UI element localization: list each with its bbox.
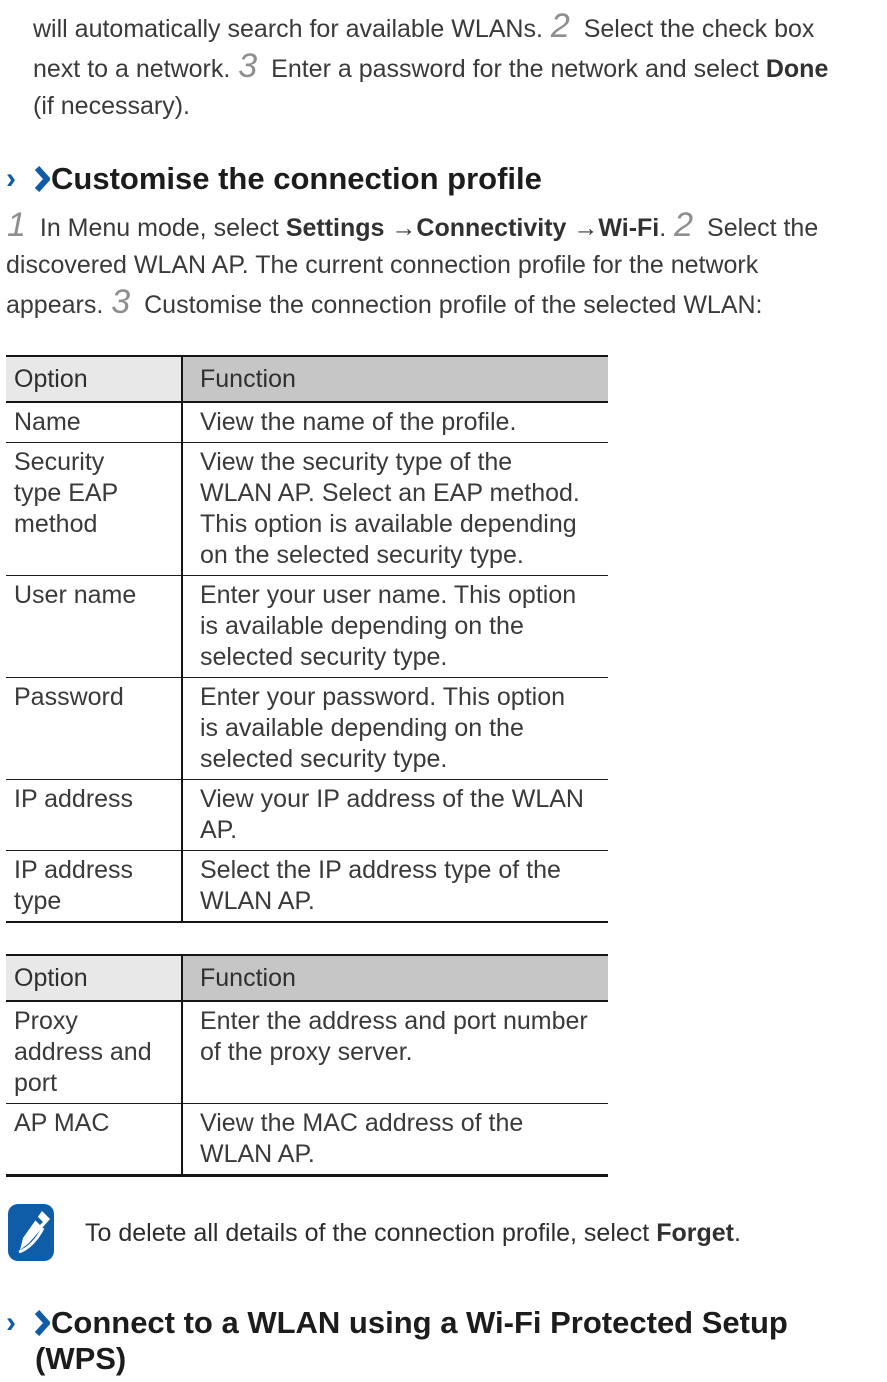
column-header-option: Option (6, 955, 183, 1002)
note-pencil-icon (8, 1204, 54, 1261)
bold-text-run: Wi-Fi (598, 214, 660, 242)
option-cell: Name (6, 402, 183, 443)
step-number: 3 (111, 283, 131, 321)
text-run: . (733, 1218, 741, 1247)
option-cell: IP address type (6, 850, 183, 922)
function-cell: Enter the address and port number of the… (182, 1001, 608, 1104)
blue-arrow-icon (34, 1308, 52, 1337)
text-run: Select the discovered WLAN AP. The curre… (6, 214, 819, 319)
chevron-marker: › (6, 162, 16, 195)
bold-text-run: Done (765, 55, 829, 83)
section-title-wrap: Customise the connection profile (34, 161, 542, 197)
bold-text-run: Connectivity (416, 214, 567, 242)
text-run: Customise the connection profile of the … (137, 291, 763, 319)
text-run: To delete all details of the connection … (85, 1218, 657, 1247)
intro-paragraph: will automatically search for available … (33, 8, 839, 125)
text-run: → (384, 214, 417, 242)
function-cell: View the name of the profile. (182, 402, 608, 443)
bold-text-run: Forget (656, 1218, 734, 1247)
table-row: IP address type Select the IP address typ… (6, 850, 608, 922)
function-cell: Select the IP address type of the WLAN A… (200, 856, 561, 915)
option-cell: Security type EAP method (6, 442, 183, 576)
section-title-wrap: Connect to a WLAN using a Wi-Fi Protecte… (34, 1305, 865, 1377)
text-run: In Menu mode, select (32, 214, 286, 242)
function-cell: Enter your password. This option is avai… (182, 677, 608, 780)
function-cell: View your IP address of the WLAN AP. (182, 779, 608, 851)
text-run: Select the check box next to a network. (33, 15, 815, 83)
steps-paragraph: 1 In Menu mode, select Settings →Connect… (6, 207, 824, 324)
text-run: (if necessary). (33, 92, 190, 120)
option-cell: Proxy address and port (6, 1001, 183, 1104)
table-row: AP MAC View the MAC address of the WLAN A… (6, 1103, 608, 1176)
text-run: will automatically search for available … (33, 15, 550, 43)
text-run: Enter a password for the network and sel… (264, 55, 766, 83)
text-run: → (566, 214, 599, 242)
step-number: 2 (674, 206, 694, 244)
function-cell: View the security type of the WLAN AP. S… (182, 442, 608, 576)
section-title: Customise the connection profile (51, 161, 542, 196)
option-cell: AP MAC (6, 1103, 183, 1176)
step-number: 1 (7, 206, 26, 244)
chevron-marker: › (6, 1306, 16, 1339)
option-cell: Password (6, 677, 183, 780)
note-callout: To delete all details of the connection … (8, 1204, 887, 1261)
column-header-function: Function (182, 356, 608, 403)
function-cell: View the MAC address of the WLAN AP. (200, 1109, 524, 1168)
column-header-option: Option (6, 356, 183, 403)
bold-text-run: Settings (285, 214, 385, 242)
step-number: 2 (550, 7, 570, 45)
option-cell: IP address (6, 779, 183, 851)
section-heading-wps: › Connect to a WLAN using a Wi-Fi Protec… (6, 1305, 887, 1377)
text-run: . (659, 214, 674, 242)
step-number: 3 (238, 47, 258, 85)
option-cell: User name (6, 575, 183, 678)
note-text: To delete all details of the connection … (85, 1216, 825, 1250)
column-header-function: Function (182, 955, 608, 1002)
function-cell: Enter your user name. This option is ava… (182, 575, 608, 678)
blue-arrow-icon (34, 164, 52, 193)
section-heading-customise-profile: › Customise the connection profile (6, 161, 887, 197)
section-title: Connect to a WLAN using a Wi-Fi Protecte… (35, 1305, 788, 1376)
